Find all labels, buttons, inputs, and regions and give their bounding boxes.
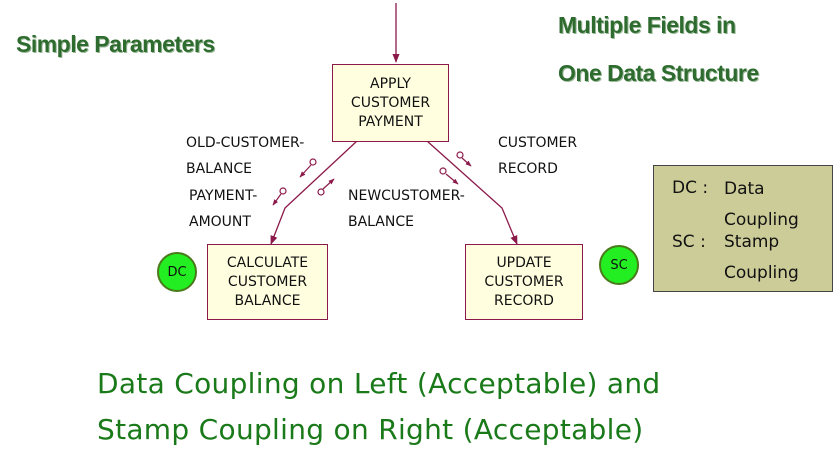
data-couple-customer-record-lower — [439, 167, 459, 185]
module-label-line: BALANCE — [234, 292, 301, 309]
module-apply-customer-payment: APPLY CUSTOMER PAYMENT — [332, 64, 449, 142]
badge-data-coupling: DC — [157, 252, 197, 292]
heading-multiple-fields: Multiple Fields in — [558, 12, 736, 38]
module-label-line: RECORD — [494, 292, 554, 309]
module-calculate-customer-balance: CALCULATE CUSTOMER BALANCE — [207, 244, 328, 320]
data-couple-customer-record-upper — [456, 151, 472, 167]
module-label-line: CUSTOMER — [484, 273, 564, 290]
label-line: NEWCUSTOMER- — [348, 188, 465, 204]
label-line: BALANCE — [348, 214, 414, 230]
data-couple-payment-amount — [272, 187, 287, 206]
caption-line-2: Stamp Coupling on Right (Acceptable) — [97, 413, 644, 446]
module-label-line: PAYMENT — [358, 113, 423, 130]
module-label-line: CUSTOMER — [227, 273, 308, 290]
legend-text: Data — [724, 179, 765, 199]
couple-label-customer-record: CUSTOMER RECORD — [498, 130, 577, 182]
legend-sc-definition: Stamp Coupling — [724, 227, 799, 289]
legend-dc-abbr: DC : — [672, 178, 709, 198]
call-line-update — [426, 140, 518, 245]
data-couple-new-balance — [317, 178, 335, 196]
couple-label-old-balance: OLD-CUSTOMER- BALANCE — [186, 130, 304, 182]
couple-label-new-balance: NEWCUSTOMER- BALANCE — [348, 183, 465, 235]
module-update-customer-record: UPDATE CUSTOMER RECORD — [465, 244, 583, 320]
module-label-line: UPDATE — [496, 254, 552, 271]
legend-text: Coupling — [724, 210, 799, 230]
legend-text: Stamp — [724, 232, 780, 252]
module-label-line: CUSTOMER — [350, 94, 431, 111]
caption-line-1: Data Coupling on Left (Acceptable) and — [97, 367, 661, 400]
legend-dc-definition: Data Coupling — [724, 174, 799, 236]
data-couple-old-balance — [299, 158, 317, 178]
label-line: BALANCE — [186, 161, 252, 177]
couple-label-payment-amount: PAYMENT- AMOUNT — [189, 183, 257, 235]
legend-box: DC : Data Coupling SC : Stamp Coupling — [653, 165, 833, 292]
label-line: OLD-CUSTOMER- — [186, 135, 305, 151]
badge-stamp-coupling: SC — [599, 245, 639, 285]
call-line-calculate — [270, 140, 358, 245]
heading-simple-parameters: Simple Parameters — [16, 31, 215, 57]
legend-sc-abbr: SC : — [672, 232, 706, 252]
label-line: PAYMENT- — [189, 188, 258, 204]
module-label-line: APPLY — [370, 75, 411, 92]
heading-one-data-structure: One Data Structure — [558, 60, 759, 86]
module-label-line: CALCULATE — [226, 254, 309, 271]
label-line: CUSTOMER — [498, 135, 578, 151]
legend-text: Coupling — [724, 263, 799, 283]
label-line: RECORD — [498, 161, 558, 177]
label-line: AMOUNT — [189, 214, 251, 230]
